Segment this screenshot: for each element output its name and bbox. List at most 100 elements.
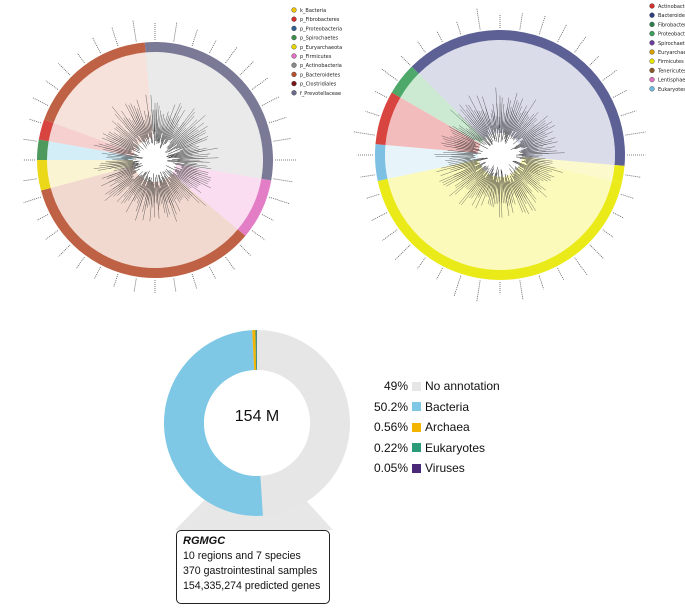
tree-branch (128, 118, 133, 125)
tree-branch (487, 126, 493, 138)
tree-branch (166, 150, 191, 158)
tree-branch (513, 181, 523, 197)
tree-branch (144, 110, 148, 126)
tree-branch (181, 167, 198, 173)
tree-branch (173, 173, 181, 180)
tree-branch (481, 116, 488, 130)
tree-branch (502, 104, 505, 121)
tree-branch (165, 121, 175, 140)
tree-branch (175, 194, 181, 203)
tree-branch (150, 115, 152, 125)
tree-branch (121, 165, 143, 175)
leaf-label-mark (191, 29, 198, 46)
tree-branch (505, 110, 515, 138)
tree-branch (465, 137, 488, 149)
leaf-label-mark (476, 280, 481, 302)
clade-ring (41, 187, 246, 278)
clade-sector (418, 40, 615, 166)
tree-branch (139, 176, 150, 207)
tree-branch (447, 160, 463, 163)
tree-branch (523, 105, 528, 112)
tree-branch (165, 115, 170, 128)
tree-branch (475, 185, 482, 196)
tree-branch (519, 165, 535, 174)
tree-branch (109, 152, 118, 155)
tree-branch (491, 198, 494, 207)
tree-branch (166, 165, 201, 183)
tree-branch (503, 177, 508, 207)
tree-branch (519, 153, 550, 155)
tree-branch (495, 115, 498, 125)
tree-branch (531, 157, 546, 159)
tree-branch (124, 129, 139, 144)
tree-branch (169, 174, 193, 197)
clade-sector (47, 141, 134, 160)
legend-entry: p_Fibrobacteres (300, 17, 340, 23)
clade-ring (375, 144, 388, 181)
legend-entry: k_Bacteria (300, 8, 326, 14)
donut-center-label: 154 M (234, 408, 280, 425)
leaf-label-mark (273, 178, 293, 183)
tree-branch (184, 191, 191, 198)
tree-branch (126, 170, 136, 176)
tree-branch (493, 124, 498, 142)
tree-branch (165, 168, 181, 182)
leaf-label-mark (353, 131, 375, 136)
tree-branch (525, 159, 535, 163)
legend-percent: 0.56% (373, 420, 408, 435)
tree-branch (503, 112, 506, 123)
tree-branch (173, 116, 180, 127)
tree-branch (174, 155, 193, 159)
tree-branch (441, 135, 458, 142)
tree-branch (532, 112, 539, 119)
tree-branch (192, 167, 200, 169)
tree-branch (483, 167, 494, 188)
tree-branch (142, 206, 146, 221)
tree-branch (454, 183, 468, 195)
tree-branch (441, 165, 451, 169)
leaf-label-mark (382, 229, 398, 241)
tree-branch (537, 140, 553, 145)
tree-branch (508, 164, 524, 180)
tree-branch (540, 171, 555, 178)
leaf-label-mark (538, 15, 546, 35)
tree-branch (487, 186, 492, 198)
tree-branch (503, 192, 506, 204)
tree-branch (106, 162, 135, 168)
tree-branch (450, 167, 459, 171)
tree-branch (195, 166, 212, 170)
tree-branch (521, 116, 530, 128)
leaf-label-mark (456, 20, 462, 35)
tree-branch (141, 185, 146, 197)
tree-branch (540, 135, 548, 139)
legend-row-eukaryotes: 0.22% Eukaryotes (372, 438, 500, 459)
tree-branch (115, 148, 137, 155)
tree-branch (471, 195, 478, 206)
leaf-label-mark (519, 13, 523, 30)
tree-branch (519, 173, 531, 186)
tree-branch (446, 180, 456, 187)
tree-branch (131, 172, 147, 193)
legend-percent: 50.2% (373, 399, 408, 414)
tree-branch (172, 162, 196, 167)
clade-ring (38, 119, 54, 142)
tree-branch (463, 157, 484, 162)
tree-branch (466, 109, 475, 121)
tree-branch (536, 183, 546, 191)
tree-branch (168, 133, 174, 141)
clade-sector (385, 144, 479, 179)
tree-branch (480, 111, 488, 127)
legend-dot (291, 71, 297, 78)
tree-branch (135, 125, 148, 147)
tree-branch (164, 170, 186, 192)
tree-branch (166, 133, 181, 148)
legend-swatch (412, 463, 421, 473)
tree-branch (492, 115, 497, 132)
tree-branch (133, 137, 138, 142)
tree-branch (125, 103, 132, 115)
tree-branch (169, 186, 177, 200)
leaf-label-mark (366, 193, 380, 199)
tree-branch (513, 175, 528, 198)
tree-branch (514, 168, 538, 189)
tree-branch (517, 131, 527, 140)
